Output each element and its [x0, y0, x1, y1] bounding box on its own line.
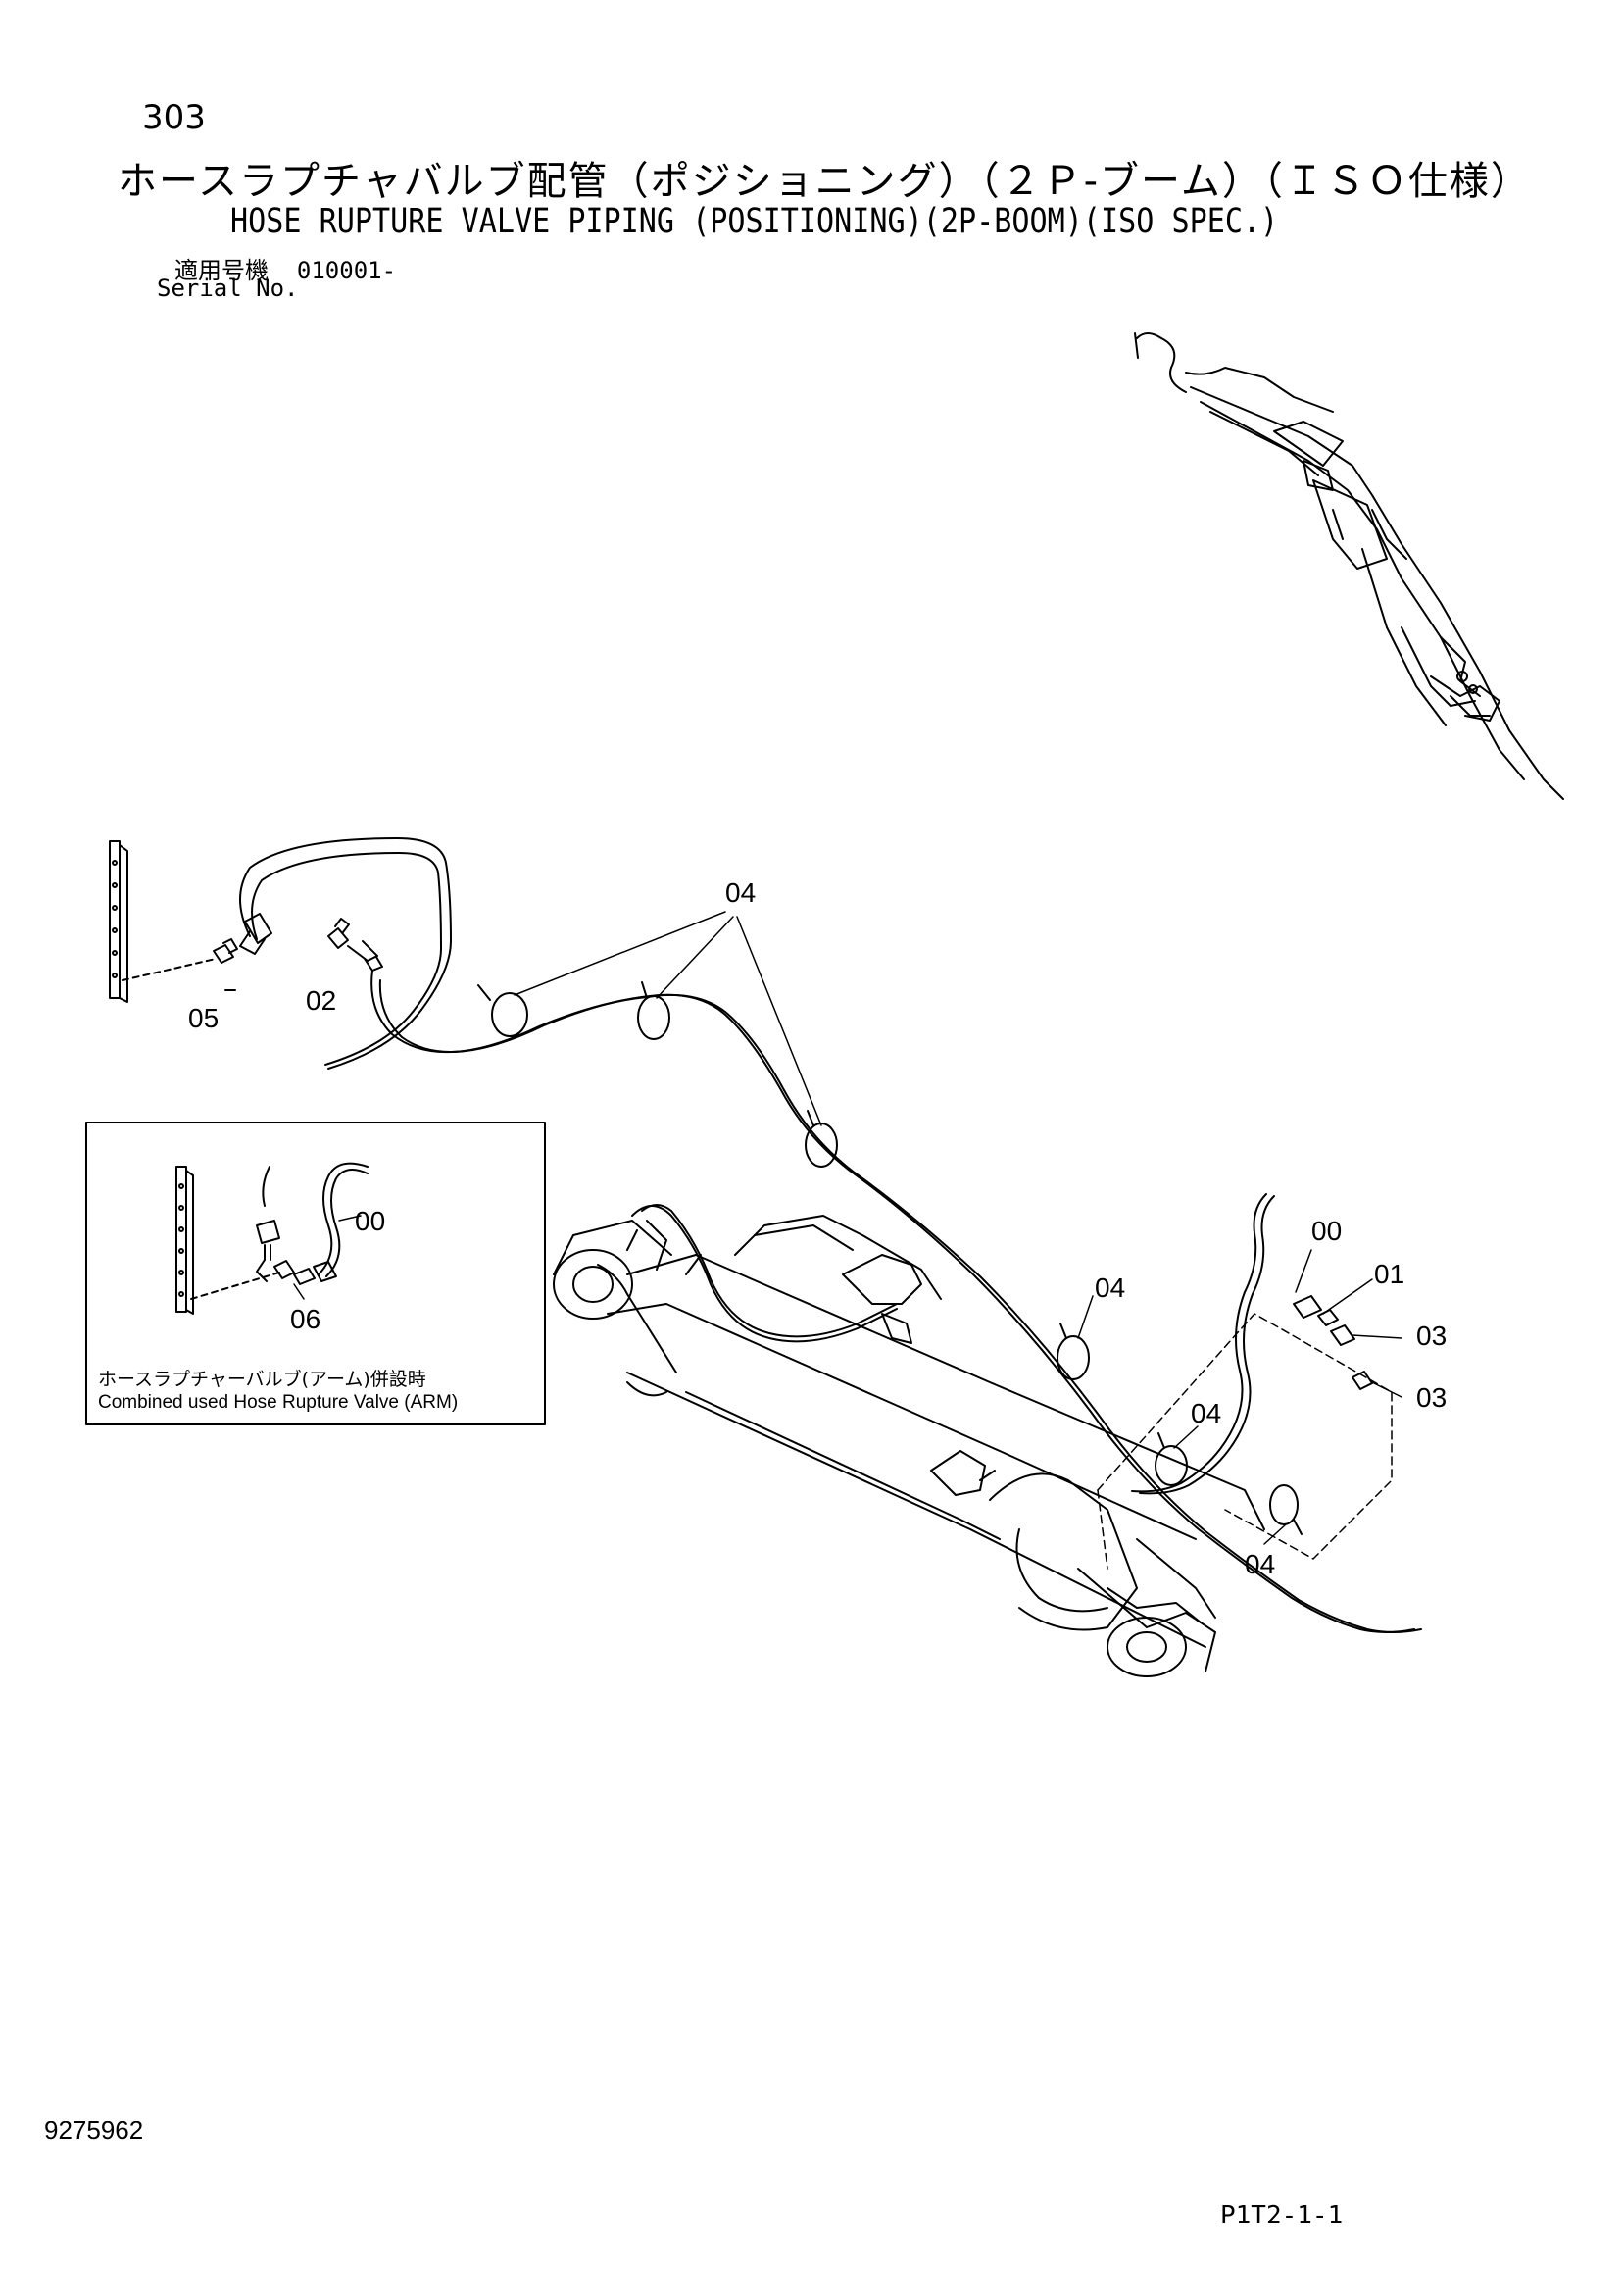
callout-04-bottom: 04 [1245, 1549, 1276, 1579]
title-english: HOSE RUPTURE VALVE PIPING (POSITIONING)(… [230, 202, 1279, 241]
callout-lines-right [1295, 1249, 1402, 1398]
fitting-02 [327, 918, 383, 972]
fittings-right [1293, 1295, 1373, 1390]
callout-04-top: 04 [725, 877, 757, 908]
cylinder-tube [631, 1204, 898, 1343]
document-number: 9275962 [44, 2116, 144, 2145]
boom-cylinder [553, 1215, 1265, 1677]
bracket-plate-upper [109, 840, 128, 1003]
serial-label-japanese: 適用号機 010001- [174, 251, 396, 285]
callout-02: 02 [306, 985, 337, 1016]
leader-inset-00 [338, 1215, 362, 1222]
serial-value: 010001- [296, 257, 397, 284]
inset-caption-japanese: ホースラプチャーバルブ(アーム)併設時 [98, 1369, 426, 1390]
fitting-05 [213, 938, 238, 964]
leader-05-dashed [122, 958, 217, 981]
callout-04-low: 04 [1191, 1398, 1222, 1428]
page-code: P1T2-1-1 [1220, 2201, 1344, 2230]
callout-04-mid: 04 [1095, 1273, 1126, 1303]
inset-callout-00: 00 [355, 1206, 386, 1236]
inset-callout-06: 06 [290, 1304, 321, 1334]
serial-label-jp-text: 適用号機 [174, 257, 269, 284]
callout-lines-04-top [514, 911, 822, 1126]
boom-overview-illustration [1134, 332, 1564, 800]
callout-05: 05 [188, 1003, 220, 1033]
hose-upper-loop [239, 837, 452, 1070]
title-japanese: ホースラプチャバルブ配管（ポジショニング）（２Ｐ-ブーム）（ＩＳＯ仕様） [118, 159, 1532, 204]
callout-00: 00 [1311, 1216, 1343, 1246]
serial-label-english: Serial No. [157, 275, 299, 302]
main-hose-pair [370, 970, 1422, 1633]
leader-04-low [1173, 1425, 1199, 1449]
inset-panel [85, 1122, 546, 1425]
leader-04-bottom [1263, 1523, 1287, 1545]
page-number: 303 [142, 98, 206, 137]
inset-caption-english: Combined used Hose Rupture Valve (ARM) [98, 1392, 459, 1413]
callout-03-a: 03 [1416, 1321, 1448, 1351]
callout-03-b: 03 [1416, 1382, 1448, 1413]
callout-01: 01 [1374, 1259, 1405, 1289]
leader-04-mid [1077, 1295, 1094, 1339]
leader-inset-06 [293, 1283, 305, 1300]
